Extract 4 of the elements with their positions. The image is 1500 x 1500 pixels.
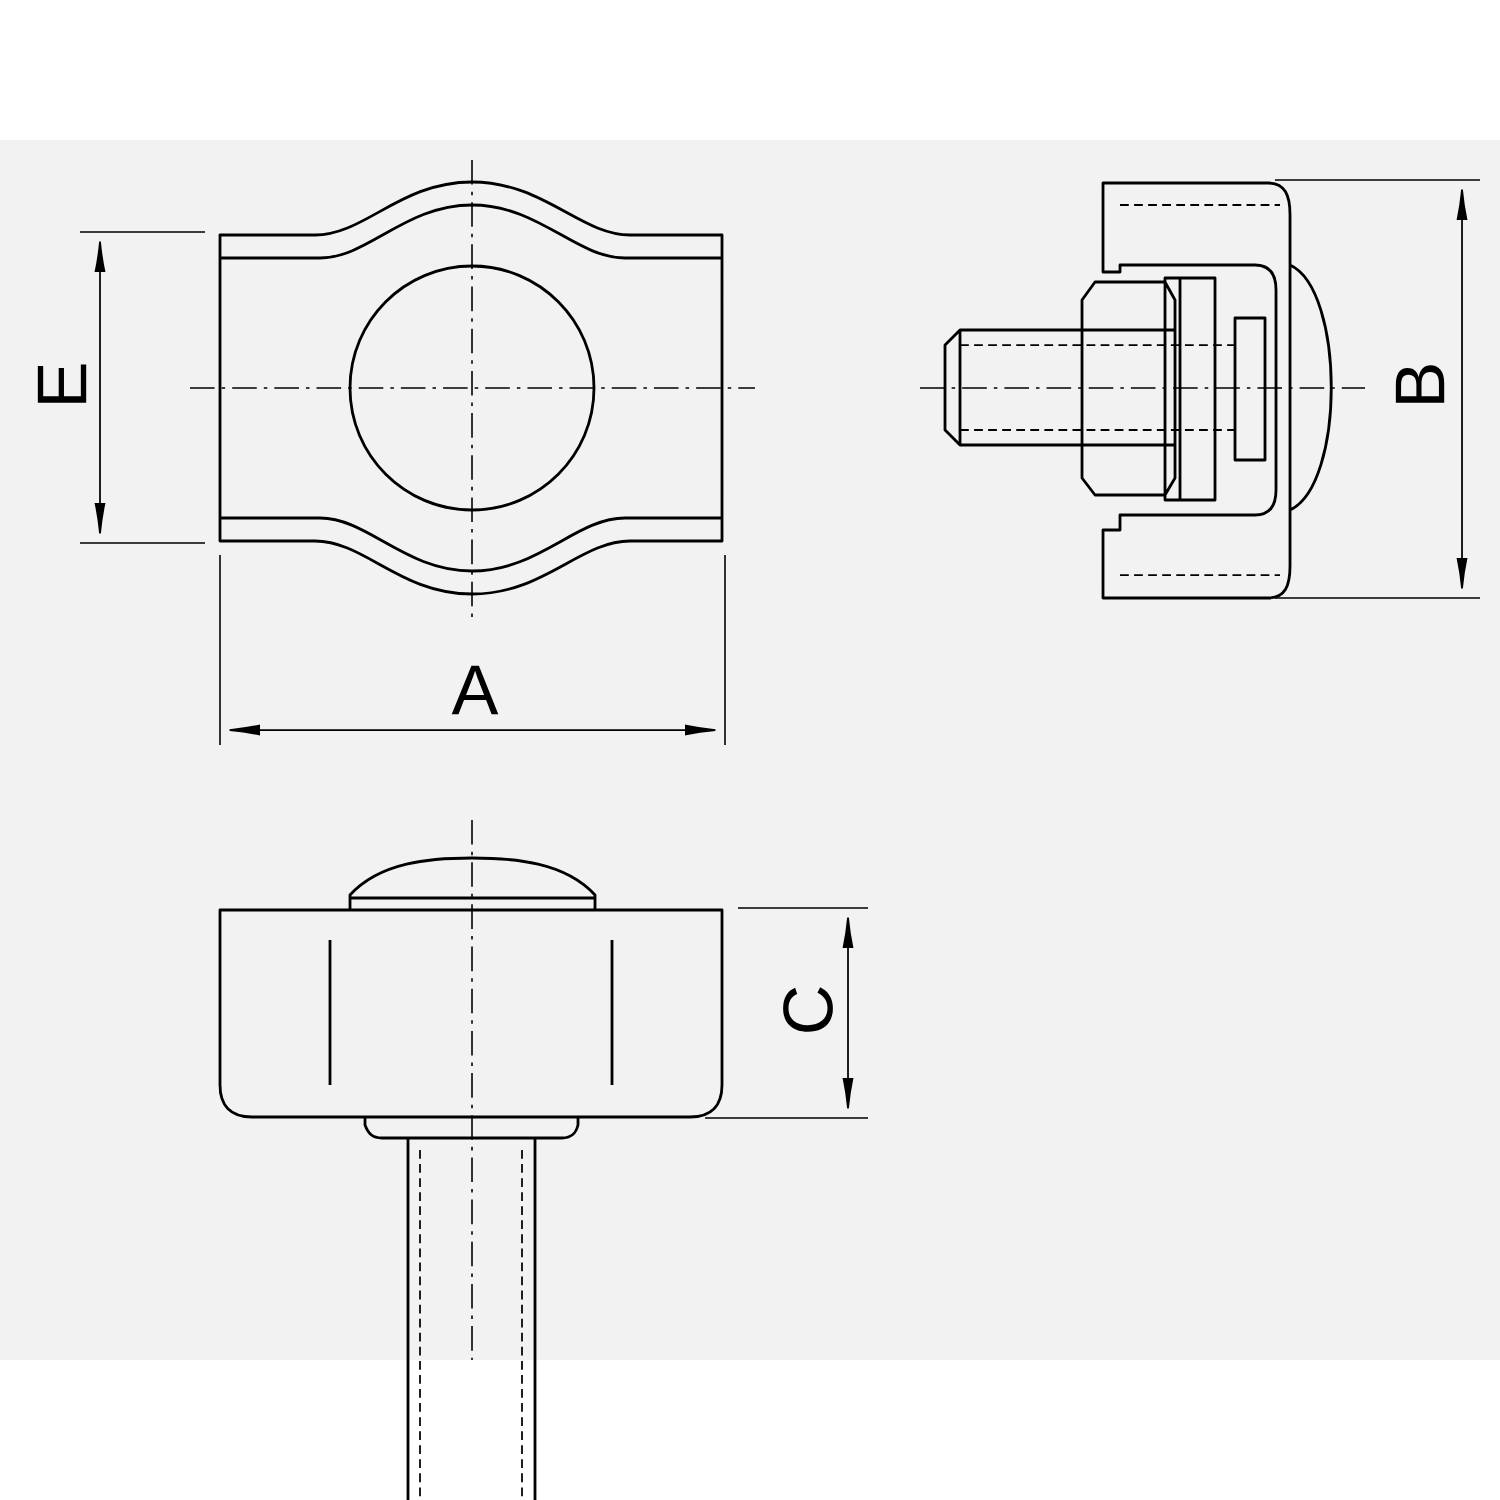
dimension-label: E [37,364,87,403]
dimension-label: B [1395,365,1445,403]
dimension-label: A [451,665,499,715]
dimension-label: C [783,987,833,1032]
